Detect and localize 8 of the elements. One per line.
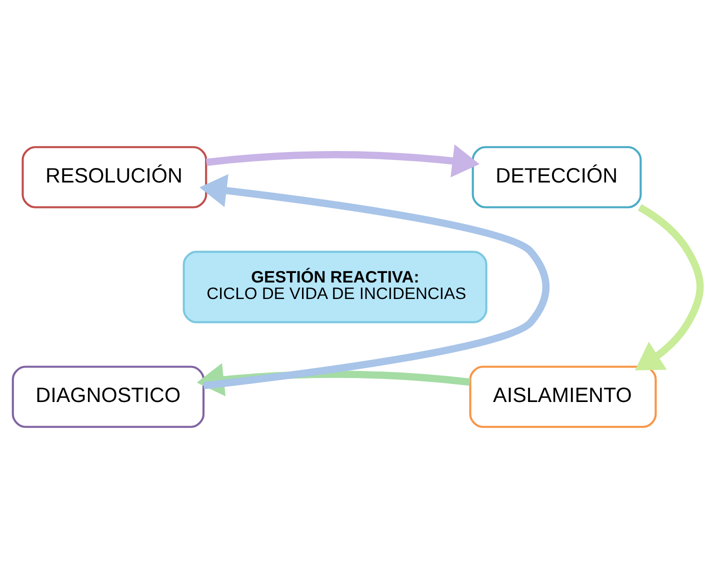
arrow <box>200 174 550 390</box>
arrow <box>206 144 480 178</box>
node-box: RESOLUCIÓN <box>22 146 208 208</box>
node-box: GESTIÓN REACTIVA: CICLO DE VIDA DE INCIDENCIAS <box>182 250 488 324</box>
node-box: DIAGNOSTICO <box>12 366 205 428</box>
node-box: DETECCIÓN <box>472 146 642 208</box>
arrow <box>634 204 704 370</box>
node-box: AISLAMIENTO <box>469 366 657 428</box>
